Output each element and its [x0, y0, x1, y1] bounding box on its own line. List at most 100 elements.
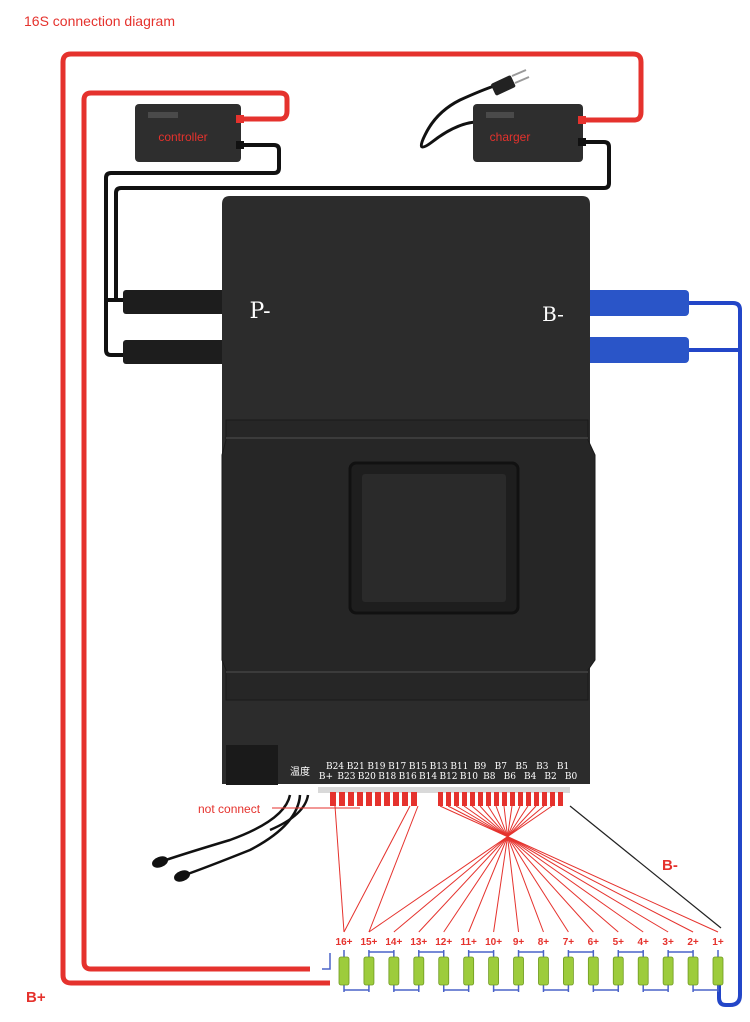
connector-pin-unused: [393, 792, 399, 806]
pin-label-bottom: B6: [504, 772, 517, 782]
b-minus-main-wire: [686, 301, 742, 1007]
controller-box: controller: [135, 104, 244, 162]
pin-label-bottom: B10: [460, 772, 478, 782]
connector-pin-unused: [357, 792, 363, 806]
p-minus-cables: [123, 290, 228, 364]
battery-cells: 16+15+14+13+12+11+10+9+8+7+6+5+4+3+2+1+: [322, 937, 724, 992]
connector-pin: [478, 792, 483, 806]
charger-label: charger: [490, 130, 531, 144]
connector-pin: [518, 792, 523, 806]
cell-label: 6+: [588, 937, 600, 948]
connector-pin: [542, 792, 547, 806]
balance-line: [471, 805, 619, 933]
balance-line: [393, 805, 545, 933]
battery-cell: [363, 956, 375, 986]
balance-line: [463, 805, 644, 933]
pin-label-bottom: B14: [419, 772, 437, 782]
pin-label-bottom: B16: [399, 772, 417, 782]
pin-label-top: B7: [495, 762, 508, 772]
pin-label-top: B11: [450, 762, 468, 772]
balance-line: [439, 805, 719, 933]
balance-connector-pins: [318, 787, 570, 806]
balance-lead-lines: [334, 805, 722, 933]
cell-label: 16+: [336, 937, 353, 948]
pin-label-top: B19: [367, 762, 385, 772]
cell-label: 13+: [410, 937, 427, 948]
series-link: [322, 951, 718, 991]
connector-pin-unused: [366, 792, 372, 806]
pin-label-top: B13: [430, 762, 448, 772]
battery-cell: [388, 956, 400, 986]
battery-cell: [662, 956, 674, 986]
b-minus-terminal-label: B-: [542, 302, 564, 326]
connector-pin: [534, 792, 539, 806]
connector-pin: [550, 792, 555, 806]
black-wires: [104, 140, 611, 357]
connector-pin-unused: [411, 792, 417, 806]
pin-label-bottom: B+: [319, 772, 333, 782]
balance-line: [443, 805, 529, 933]
battery-cell: [513, 956, 524, 986]
not-connect-annotation: not connect: [198, 802, 360, 816]
battery-cell: [563, 956, 574, 986]
pin-label-top: B1: [557, 762, 569, 772]
connector-pin-unused: [339, 792, 345, 806]
pin-label-bottom: B8: [483, 772, 496, 782]
blue-wires: [686, 301, 742, 1007]
pin-label-top: B3: [536, 762, 549, 772]
temperature-label: 温度: [290, 765, 310, 778]
pin-label-top: B21: [347, 762, 365, 772]
connector-pin-unused: [375, 792, 381, 806]
cell-label: 9+: [513, 937, 525, 948]
pin-label-top: B15: [409, 762, 427, 772]
pin-label-bottom: B4: [524, 772, 537, 782]
balance-line: [455, 805, 669, 933]
balance-line: [447, 805, 694, 933]
connector-pin: [558, 792, 563, 806]
connector-pin: [446, 792, 451, 806]
pin-label-top: B17: [388, 762, 406, 772]
battery-cell: [712, 956, 724, 986]
balance-line: [334, 805, 345, 933]
connector-housing: [318, 787, 570, 793]
connector-pin: [502, 792, 507, 806]
battery-cell: [687, 956, 699, 986]
pin-label-bottom: B0: [565, 772, 578, 782]
balance-line: [343, 805, 411, 933]
cell-label: 10+: [485, 937, 502, 948]
pin-label-bottom: B12: [439, 772, 457, 782]
battery-cell: [438, 956, 450, 986]
battery-cell: [463, 956, 475, 986]
battery-cell: [612, 956, 624, 986]
connector-pin: [486, 792, 491, 806]
connector-pin-unused: [330, 792, 336, 806]
charger-black-wire: [114, 140, 611, 300]
balance-line: [368, 805, 419, 933]
pin-label-top: B5: [515, 762, 528, 772]
connector-pin: [438, 792, 443, 806]
cell-label: 12+: [435, 937, 452, 948]
battery-cell: [488, 956, 500, 986]
controller-label: controller: [158, 130, 207, 144]
connector-pin: [510, 792, 515, 806]
balance-line: [495, 805, 544, 933]
b-minus-cables: [585, 290, 689, 363]
cell-label: 3+: [662, 937, 674, 948]
cell-label: 2+: [687, 937, 699, 948]
pin-label-top: B24: [326, 762, 344, 772]
pin-label-bottom: B2: [544, 772, 556, 782]
red-wires: [60, 51, 644, 986]
p-minus-label: P-: [249, 299, 270, 324]
connector-pin: [526, 792, 531, 806]
cell-label: 7+: [563, 937, 575, 948]
cell-label: 5+: [613, 937, 625, 948]
balance-line: [468, 805, 521, 933]
pin-label-bottom: B23: [337, 772, 355, 782]
charger-plug-icon: [419, 69, 530, 149]
inner-red-wire: [81, 90, 310, 972]
